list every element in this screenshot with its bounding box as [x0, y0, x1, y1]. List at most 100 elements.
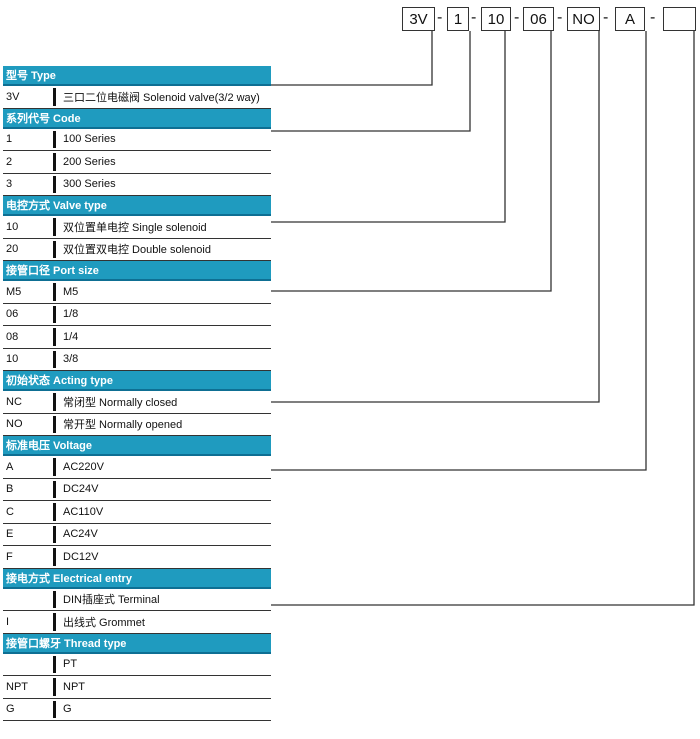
table-row: A AC220V	[3, 456, 271, 479]
section-header: 初始状态 Acting type	[3, 371, 271, 391]
connector-type	[271, 31, 433, 86]
table-row: I 出线式 Grommet	[3, 611, 271, 634]
connector-port-size	[271, 31, 552, 292]
section-header: 接管口径 Port size	[3, 261, 271, 281]
option-code: C	[6, 505, 14, 518]
table-row: 06 1/8	[3, 304, 271, 326]
section-header: 型号 Type	[3, 66, 271, 86]
code-separator: -	[514, 9, 520, 26]
option-code: 10	[6, 353, 19, 366]
option-code: A	[6, 460, 14, 473]
connector-valve-type	[271, 31, 506, 223]
row-divider	[53, 175, 56, 193]
row-divider	[53, 328, 56, 346]
connector-code	[271, 31, 471, 132]
option-description: DC12V	[63, 550, 99, 563]
option-code: 06	[6, 308, 19, 321]
row-divider	[53, 415, 56, 433]
table-row: 10 3/8	[3, 349, 271, 371]
option-description: 常闭型 Normally closed	[63, 396, 178, 409]
table-row: 3V 三口二位电磁阀 Solenoid valve(3/2 way)	[3, 86, 271, 109]
option-description: 出线式 Grommet	[63, 616, 145, 629]
option-description: DC24V	[63, 483, 99, 496]
option-description: 300 Series	[63, 178, 116, 191]
section-header: 接电方式 Electrical entry	[3, 568, 271, 589]
option-description: 100 Series	[63, 133, 116, 146]
option-description: G	[63, 703, 72, 716]
code-box-type: 3V	[402, 7, 435, 31]
code-separator: -	[471, 9, 477, 26]
option-description: 双位置单电控 Single solenoid	[63, 221, 207, 234]
section-header: 标准电压 Voltage	[3, 436, 271, 456]
option-description: 1/4	[63, 330, 79, 343]
code-box-acting-type: NO	[567, 7, 600, 31]
option-description: AC220V	[63, 460, 104, 473]
option-code: 20	[6, 243, 19, 256]
option-code: F	[6, 550, 13, 563]
option-code: NPT	[6, 680, 28, 693]
option-description: 200 Series	[63, 155, 116, 168]
row-divider	[53, 283, 56, 301]
row-divider	[53, 548, 56, 566]
code-box-port-size: 06	[523, 7, 554, 31]
table-row: NPT NPT	[3, 676, 271, 699]
table-row: 10 双位置单电控 Single solenoid	[3, 216, 271, 239]
row-divider	[53, 393, 56, 411]
row-divider	[53, 700, 56, 718]
option-code: G	[6, 703, 15, 716]
option-code: NO	[6, 418, 23, 431]
option-description: NPT	[63, 680, 85, 693]
row-divider	[53, 458, 56, 476]
table-row: 08 1/4	[3, 326, 271, 349]
table-row: 1 100 Series	[3, 129, 271, 151]
row-divider	[53, 525, 56, 543]
section-header: 电控方式 Valve type	[3, 196, 271, 216]
table-row: 2 200 Series	[3, 151, 271, 174]
option-code: I	[6, 615, 10, 628]
ordering-table: 型号 Type 3V 三口二位电磁阀 Solenoid valve(3/2 way)…	[3, 66, 271, 721]
connector-acting-type	[271, 31, 600, 403]
connector-voltage	[271, 31, 647, 471]
option-description: AC110V	[63, 505, 104, 518]
option-code: M5	[6, 285, 22, 298]
option-code: E	[6, 528, 14, 541]
code-separator: -	[603, 9, 609, 26]
option-description: 三口二位电磁阀 Solenoid valve(3/2 way)	[63, 91, 260, 104]
row-divider	[53, 655, 56, 673]
code-separator: -	[557, 9, 563, 26]
row-divider	[53, 678, 56, 696]
connector-electrical-entry	[271, 31, 695, 606]
table-row: F DC12V	[3, 546, 271, 569]
option-code: 2	[6, 155, 13, 168]
option-description: 1/8	[63, 308, 79, 321]
row-divider	[53, 503, 56, 521]
row-divider	[53, 88, 56, 106]
option-code: 10	[6, 220, 19, 233]
option-description: M5	[63, 285, 79, 298]
table-row: PT	[3, 654, 271, 676]
row-divider	[53, 305, 56, 323]
table-row: DIN插座式 Terminal	[3, 589, 271, 611]
row-divider	[53, 130, 56, 148]
option-code: 1	[6, 133, 13, 146]
option-code: 3V	[6, 90, 20, 103]
option-description: DIN插座式 Terminal	[63, 594, 160, 607]
row-divider	[53, 590, 56, 608]
code-separator: -	[650, 9, 656, 26]
option-description: PT	[63, 658, 78, 671]
code-box-valve-type: 10	[481, 7, 511, 31]
code-box-voltage: A	[615, 7, 645, 31]
option-code: 08	[6, 330, 19, 343]
row-divider	[53, 350, 56, 368]
section-header: 接管口螺牙 Thread type	[3, 633, 271, 654]
table-row: M5 M5	[3, 281, 271, 304]
option-description: 3/8	[63, 353, 79, 366]
